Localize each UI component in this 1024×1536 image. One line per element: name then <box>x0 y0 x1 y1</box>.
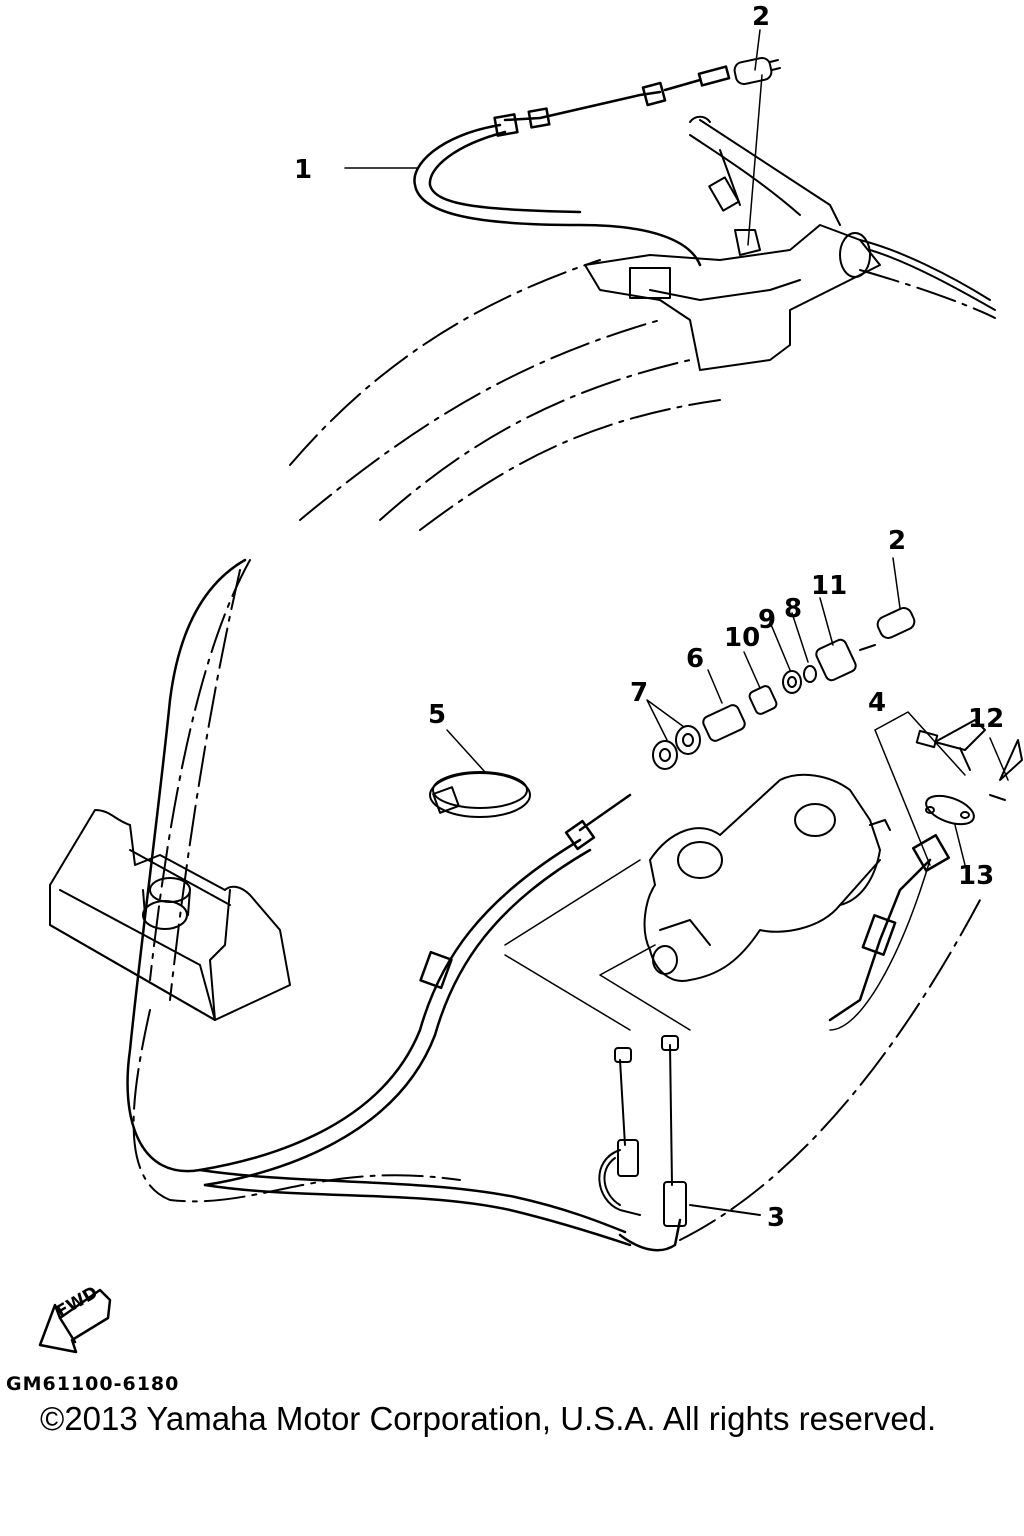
fwd-arrow-icon <box>38 1288 112 1354</box>
callout-5: 5 <box>428 700 447 730</box>
fitting-top <box>708 29 781 256</box>
steering-column <box>584 115 996 371</box>
callout-11: 11 <box>811 571 848 601</box>
callout-3: 3 <box>767 1203 786 1233</box>
storage-bracket <box>49 809 291 1021</box>
callout-10: 10 <box>724 623 761 653</box>
jet-pump-housing <box>643 773 891 982</box>
hose-assembly <box>598 1035 761 1227</box>
callout-6: 6 <box>686 644 705 674</box>
drawing-code: GM61100-6180 <box>6 1373 180 1395</box>
throttle-cable <box>413 65 731 267</box>
callout-2-top: 2 <box>752 2 771 32</box>
speed-cable <box>828 833 951 1022</box>
phantom-guides <box>504 711 966 1031</box>
steering-cable <box>126 558 682 1252</box>
callout-9: 9 <box>758 605 777 635</box>
exploded-fittings <box>652 607 916 770</box>
callout-8: 8 <box>784 594 803 624</box>
callout-4: 4 <box>868 688 887 718</box>
copyright-notice: ©2013 Yamaha Motor Corporation, U.S.A. A… <box>40 1400 937 1437</box>
callout-12: 12 <box>968 704 1005 734</box>
callout-7: 7 <box>630 678 649 708</box>
hose-clamp <box>429 771 531 818</box>
hull-outline <box>132 259 996 1241</box>
callout-1: 1 <box>294 155 313 185</box>
callout-leaders <box>344 167 1009 866</box>
callout-13: 13 <box>958 861 995 891</box>
small-parts <box>915 719 1023 826</box>
callout-2-lower: 2 <box>888 526 907 556</box>
